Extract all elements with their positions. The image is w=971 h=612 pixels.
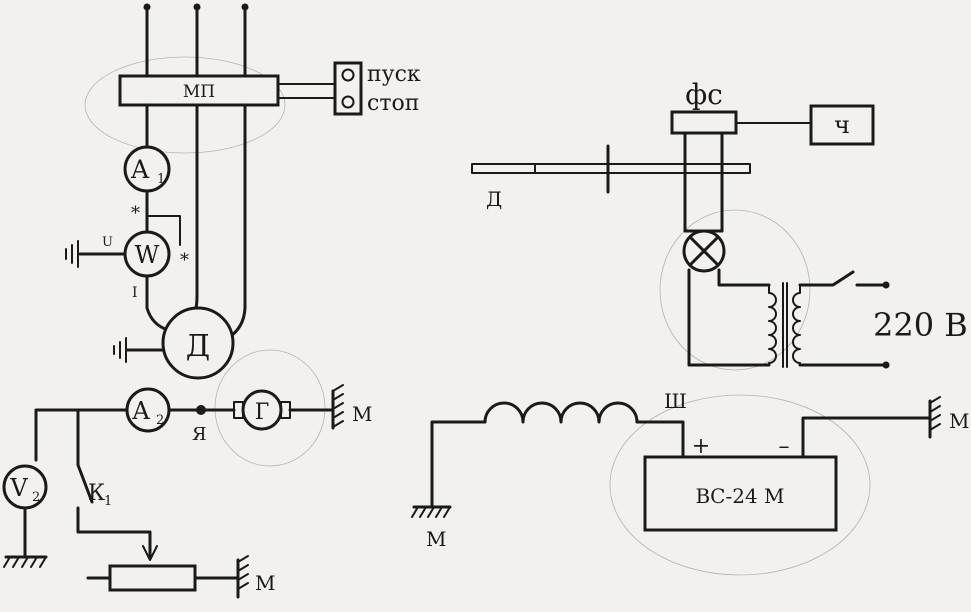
- stop-button-label: стоп: [367, 91, 419, 116]
- generator-circuit: [34, 405, 334, 462]
- light-source-wires: [683, 131, 771, 367]
- voltmeter-letter: V: [9, 474, 28, 502]
- ground-right-label: М: [949, 409, 969, 433]
- start-button-label: пуск: [367, 62, 421, 87]
- switch-k1: К 1: [76, 408, 158, 561]
- dc-generator: Г: [233, 389, 291, 431]
- starter-label: МП: [183, 82, 215, 102]
- three-phase-supply-lines: [143, 3, 249, 78]
- star-mark-right: *: [180, 250, 189, 271]
- motor-label: Д: [186, 329, 210, 364]
- wattmeter-u-label: U: [102, 235, 113, 250]
- rheostat-ground-label: М: [255, 571, 275, 595]
- slotted-disk: Д: [471, 144, 751, 211]
- wattmeter-i-label: I: [132, 285, 138, 301]
- switch-subscript: 1: [104, 494, 112, 509]
- disk-label: Д: [486, 187, 502, 211]
- rheostat: М: [86, 555, 275, 599]
- voltmeter-v2: V 2: [2, 464, 48, 568]
- field-winding-circuit: Ш М: [411, 389, 931, 551]
- wattmeter: W U I * *: [65, 203, 189, 301]
- supply-voltage-label: 220 В: [873, 306, 968, 344]
- switch-letter: К: [88, 481, 105, 506]
- photosensor-label: фс: [685, 78, 723, 111]
- ammeter-a2: A 2: [125, 387, 171, 433]
- rectifier-plus: +: [692, 434, 710, 459]
- rectifier: + – ВС-24 М: [643, 434, 838, 532]
- lamp: [682, 229, 726, 273]
- ammeter-a1-subscript: 1: [157, 172, 165, 187]
- field-winding-label: Ш: [664, 389, 687, 413]
- photosensor: фс: [670, 78, 812, 135]
- ground-right: М: [928, 396, 969, 439]
- voltmeter-subscript: 2: [32, 490, 40, 505]
- generator-label: Г: [255, 400, 270, 425]
- counter: ч: [809, 104, 875, 146]
- motor-supply-wires: [145, 103, 247, 340]
- transformer: 220 В: [768, 270, 968, 369]
- induction-motor: Д: [113, 306, 235, 380]
- ammeter-a2-letter: A: [131, 397, 150, 425]
- pencil-marks: [84, 56, 871, 576]
- push-button-station: пуск стоп: [277, 61, 421, 116]
- ground-generator-label: М: [352, 402, 372, 426]
- counter-label: ч: [834, 111, 850, 139]
- ammeter-a1-letter: A: [130, 155, 150, 184]
- ground-left-label: М: [426, 527, 446, 551]
- rectifier-minus: –: [779, 434, 790, 459]
- ammeter-a1: A 1: [123, 145, 171, 193]
- armature-label: Я: [192, 424, 207, 445]
- ammeter-a2-subscript: 2: [156, 413, 164, 428]
- star-mark-top: *: [131, 203, 140, 224]
- wattmeter-letter: W: [135, 241, 160, 269]
- rectifier-label: ВС-24 М: [695, 484, 784, 508]
- magnetic-starter: МП: [118, 74, 280, 107]
- ground-generator: М: [331, 384, 372, 430]
